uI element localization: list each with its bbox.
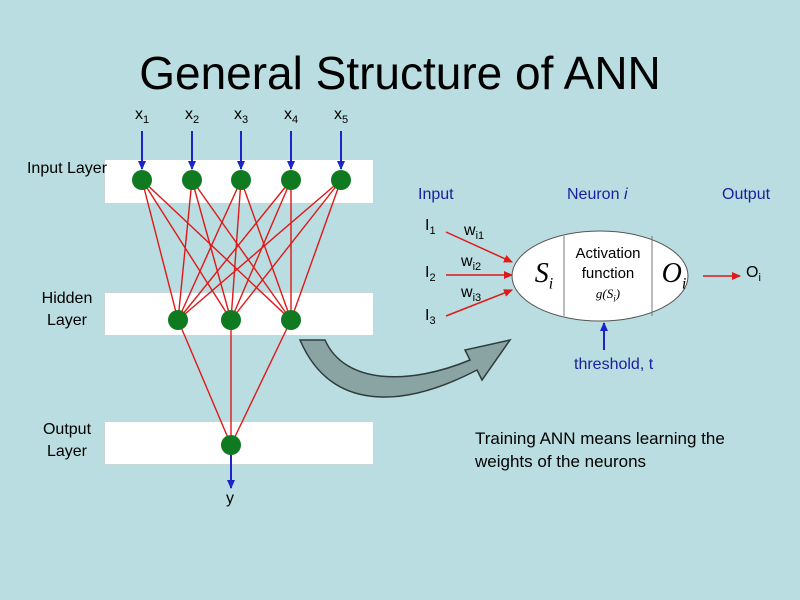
neuron-input-i3: I3 [425, 307, 436, 327]
input-var-x4: x4 [283, 106, 299, 126]
hidden-output-edges [177, 319, 292, 446]
activation-line-1: Activation [575, 245, 641, 262]
activation-label: Activation function g(Si) [565, 244, 651, 309]
sum-symbol: Si [534, 258, 554, 293]
input-var-x5: x5 [333, 106, 349, 126]
input-node-1 [132, 170, 152, 190]
activation-formula: g(Si) [595, 286, 621, 304]
input-var-x1: x1 [134, 106, 150, 126]
neuron-input-i1: I1 [425, 217, 436, 237]
hidden-node-2 [221, 310, 241, 330]
weight-wi3: wi3 [461, 284, 482, 304]
input-hidden-edges [141, 179, 342, 321]
input-var-x3: x3 [233, 106, 249, 126]
output-var-y: y [226, 490, 234, 507]
caption: Training ANN means learning the weights … [475, 429, 725, 471]
neuron-input-i2: I2 [425, 264, 436, 284]
input-layer-label: Input Layer [26, 160, 108, 177]
activation-line-2: function [581, 265, 635, 282]
slide-title: General Structure of ANN [139, 47, 661, 99]
neuron-header: Neuron i [567, 186, 628, 203]
output-layer-label: Output Layer [42, 421, 92, 460]
neuron-input-header: Input [418, 186, 454, 203]
hidden-layer-label: Hidden Layer [41, 290, 93, 329]
weight-wi2: wi2 [461, 253, 482, 273]
neuron-output-label: Oi [746, 264, 761, 284]
input-node-2 [182, 170, 202, 190]
threshold-label: threshold, t [574, 356, 654, 373]
neuron-output-header: Output [722, 186, 771, 203]
output-symbol: Oi [661, 258, 687, 293]
weight-wi1: wi1 [464, 222, 485, 242]
input-var-x2: x2 [184, 106, 200, 126]
neuron-input-arrow-3 [445, 289, 513, 317]
input-node-4 [281, 170, 301, 190]
output-node [221, 435, 241, 455]
input-node-5 [331, 170, 351, 190]
input-node-3 [231, 170, 251, 190]
hidden-node-1 [168, 310, 188, 330]
neuron-input-arrow-1 [445, 231, 513, 263]
curved-arrow [298, 338, 512, 398]
hidden-node-3 [281, 310, 301, 330]
